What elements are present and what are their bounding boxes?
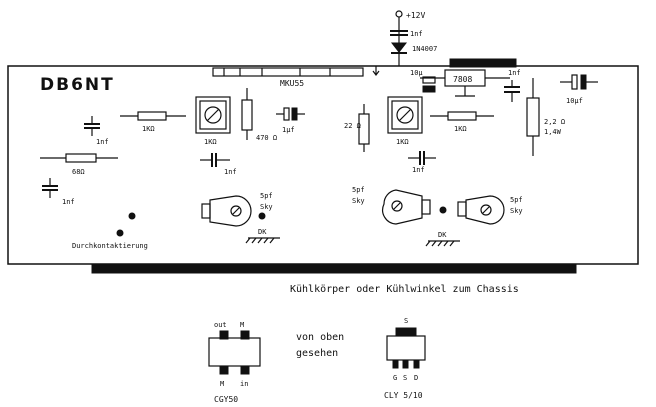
elcap-10uf-right: 10µf bbox=[560, 74, 598, 105]
trimmer-mid-5pf: 5pf bbox=[352, 186, 365, 194]
regulator-label: 7808 bbox=[453, 75, 472, 84]
trimmer-pot-left-label: 1KΩ bbox=[204, 138, 217, 146]
cap-right-1nf: 1nf bbox=[504, 69, 521, 102]
dk-right-label: DK bbox=[438, 231, 447, 239]
cap-left-bottom: 1nf bbox=[42, 178, 75, 206]
cgy50-pin-m-bottom: M bbox=[220, 380, 224, 388]
via-label: Durchkontaktierung bbox=[72, 242, 148, 250]
cap-right-1nf-label: 1nf bbox=[508, 69, 521, 77]
trimmer-mid-sky: Sky bbox=[352, 197, 365, 205]
supply-cap-label: 1nf bbox=[410, 30, 423, 38]
trimmer-pot-right-label: 1KΩ bbox=[396, 138, 409, 146]
view-note-line2: gesehen bbox=[296, 348, 338, 359]
cgy50-name: CGY50 bbox=[214, 395, 238, 404]
mmic-strip: MKU55 bbox=[212, 67, 364, 88]
res-left-1k-label: 1KΩ bbox=[142, 125, 155, 133]
cly5-name: CLY 5/10 bbox=[384, 391, 423, 400]
trimmer-cap-right: 5pf Sky bbox=[457, 195, 523, 225]
trimmer-right-5pf: 5pf bbox=[510, 196, 523, 204]
trimmer-left-5pf: 5pf bbox=[260, 192, 273, 200]
pcb-board bbox=[7, 58, 639, 274]
trimmer-pot-left: 1KΩ bbox=[195, 96, 231, 146]
cap-mid-right-label: 1nf bbox=[412, 166, 425, 174]
mmic-label: MKU55 bbox=[280, 79, 304, 88]
dk-ground-left: DK bbox=[245, 212, 280, 244]
diode-label: 1N4007 bbox=[412, 45, 437, 53]
dk-left-label: DK bbox=[258, 228, 267, 236]
supply-label: +12V bbox=[406, 11, 425, 20]
dk-ground-right: DK bbox=[425, 206, 460, 247]
cgy50-pin-out: out bbox=[214, 321, 227, 329]
trimmer-cap-mid: 5pf Sky bbox=[352, 186, 431, 225]
res-right-1k-label: 1KΩ bbox=[454, 125, 467, 133]
view-note-line1: von oben bbox=[296, 332, 344, 343]
cap-mid-left-label: 1nf bbox=[224, 168, 237, 176]
cap-mid-right: 1nf bbox=[408, 151, 436, 174]
cgy50-pin-in: in bbox=[240, 380, 248, 388]
elcap-1uf: 1µf bbox=[276, 107, 305, 134]
cap-mid-left: 1nf bbox=[200, 153, 237, 176]
elcap-1uf-label: 1µf bbox=[282, 126, 295, 134]
res-left-1k: 1KΩ bbox=[120, 111, 186, 133]
package-cgy50: out M M in CGY50 bbox=[208, 321, 261, 404]
trimmer-pot-right: 1KΩ bbox=[387, 96, 423, 146]
res-2-2-power: 2,2 Ω 1,4W bbox=[526, 78, 565, 156]
cap-left-top-label: 1nf bbox=[96, 138, 109, 146]
cly5-pin-s-top: S bbox=[404, 317, 408, 325]
cgy50-pin-m-top: M bbox=[240, 321, 244, 329]
res-22: 22 Ω bbox=[344, 104, 370, 152]
arrow-marker bbox=[372, 66, 380, 76]
trimmer-right-sky: Sky bbox=[510, 207, 523, 215]
elcap-10uf-label: 10µf bbox=[566, 97, 583, 105]
res-2-2-power-label: 1,4W bbox=[544, 128, 562, 136]
top-heatsink-bar bbox=[449, 58, 517, 68]
res-470-label: 470 Ω bbox=[256, 134, 277, 142]
bottom-heatsink-bar bbox=[91, 263, 577, 274]
res-68-label: 68Ω bbox=[72, 168, 85, 176]
cap-left-top: 1nf bbox=[84, 116, 109, 146]
res-68: 68Ω bbox=[40, 153, 118, 176]
supply-input: +12V 1nf 1N4007 bbox=[390, 10, 437, 66]
cly5-pin-d: D bbox=[414, 374, 418, 382]
res-22-label: 22 Ω bbox=[344, 122, 361, 130]
res-470: 470 Ω bbox=[241, 88, 277, 142]
trimmer-left-sky: Sky bbox=[260, 203, 273, 211]
cap-left-bottom-label: 1nf bbox=[62, 198, 75, 206]
heatsink-note: Kühlkörper oder Kühlwinkel zum Chassis bbox=[290, 284, 519, 295]
res-right-1k: 1KΩ bbox=[430, 111, 494, 133]
package-cly5: S G S D CLY 5/10 bbox=[384, 317, 426, 400]
board-title: DB6NT bbox=[40, 75, 115, 95]
res-2-2-label: 2,2 Ω bbox=[544, 118, 565, 126]
cly5-pin-g: G bbox=[393, 374, 397, 382]
via-points: Durchkontaktierung bbox=[72, 212, 148, 250]
elcap-10u-label: 10µ bbox=[410, 69, 423, 77]
elcap-10u: 10µ bbox=[410, 69, 436, 93]
cly5-pin-s: S bbox=[403, 374, 407, 382]
voltage-regulator: 7808 bbox=[420, 69, 510, 97]
trimmer-cap-left: 5pf Sky bbox=[201, 192, 273, 227]
